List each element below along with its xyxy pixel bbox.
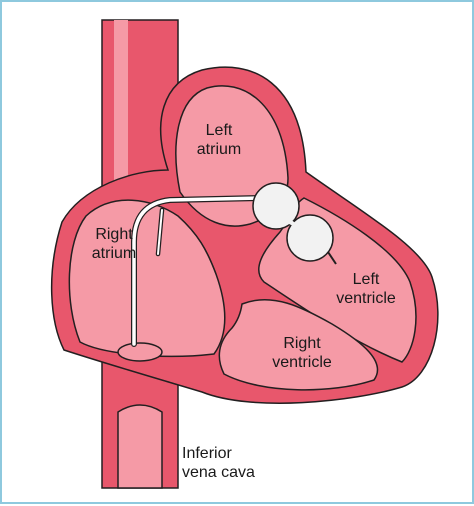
balloon-waist bbox=[280, 219, 298, 228]
balloon-lower bbox=[286, 214, 334, 262]
inferior-vena-cava-lumen bbox=[117, 404, 163, 489]
right-ventricle-chamber bbox=[218, 298, 379, 391]
interatrial-septum bbox=[177, 215, 217, 275]
label-left-ventricle: Left ventricle bbox=[336, 271, 396, 307]
superior-vena-cava-highlight bbox=[114, 20, 128, 210]
catheter-stylet bbox=[157, 209, 163, 255]
label-left-atrium: Left atrium bbox=[196, 122, 242, 158]
label-right-ventricle: Right ventricle bbox=[272, 335, 332, 371]
label-right-atrium: Right atrium bbox=[91, 226, 137, 262]
ivc-junction-ring bbox=[117, 342, 163, 362]
balloon-upper bbox=[252, 182, 300, 230]
label-inferior-vena-cava: Inferior vena cava bbox=[182, 445, 255, 481]
balloon-tip bbox=[327, 251, 337, 265]
catheter bbox=[132, 196, 264, 346]
